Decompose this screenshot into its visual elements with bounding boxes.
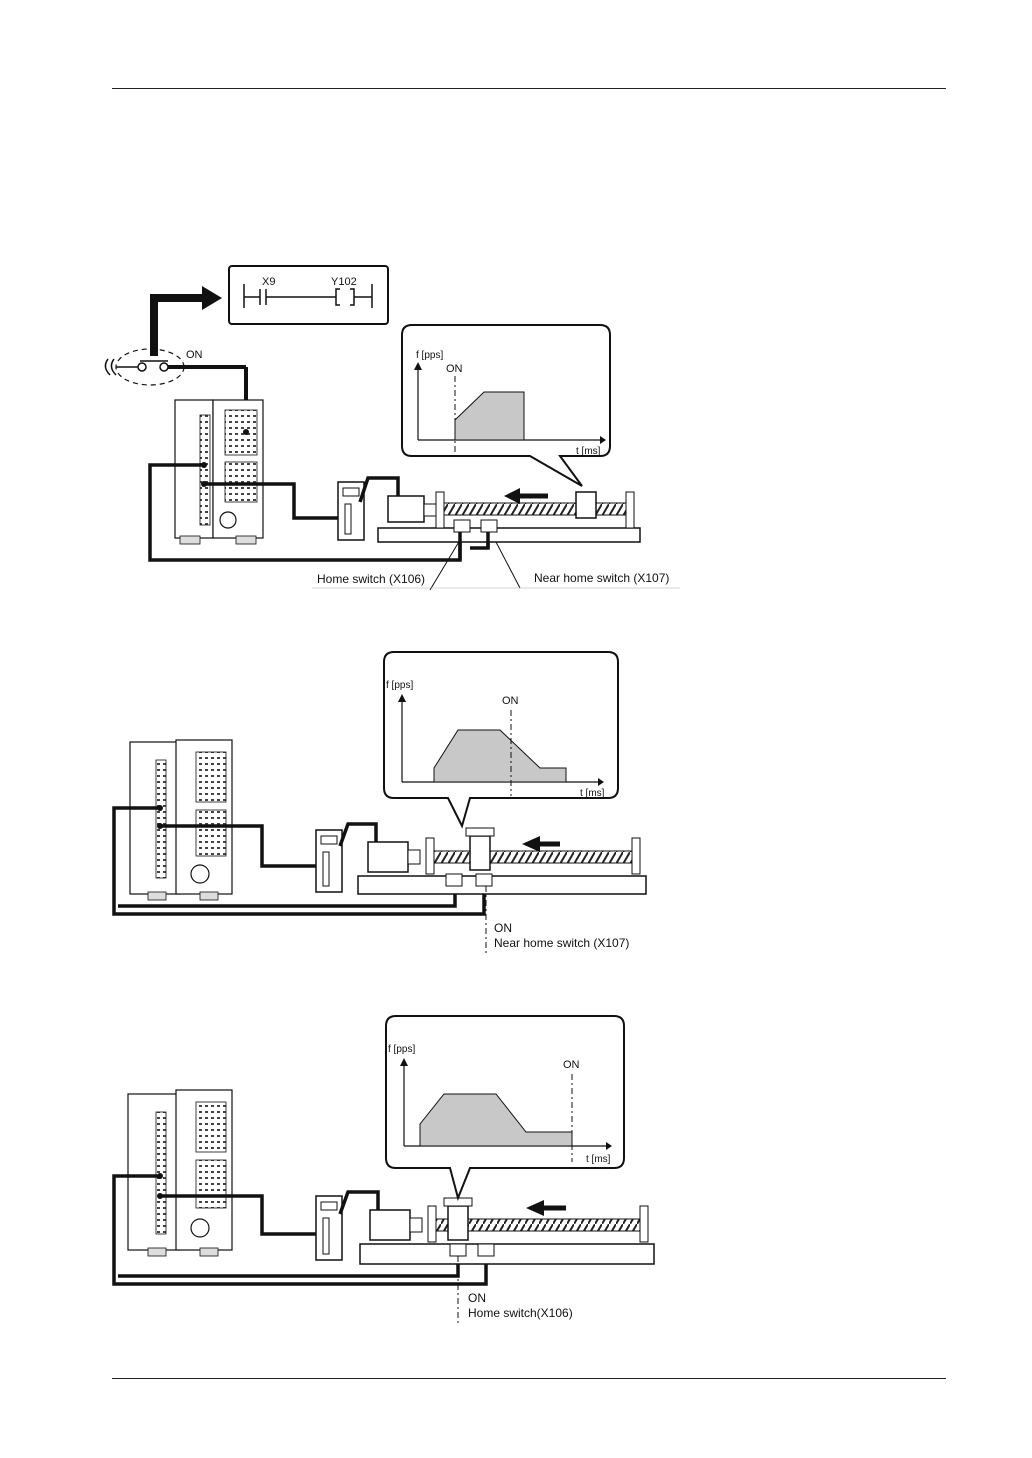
graph-xlabel: t [ms]: [586, 1154, 611, 1165]
graph-ylabel: f [pps]: [386, 680, 413, 691]
graph-on-marker: ON: [502, 695, 519, 707]
graph-xlabel: t [ms]: [576, 446, 601, 457]
contact-label: X9: [262, 276, 275, 288]
graph-ylabel: f [pps]: [388, 1044, 415, 1055]
near-home-switch-label: Near home switch (X107): [494, 936, 629, 950]
ladder-diagram: X9 Y102: [229, 266, 388, 324]
servo-motor: [388, 496, 424, 522]
figure-3: ON Home switch(X106) f [pps] t [ms] ON: [114, 1016, 654, 1324]
home-switch-label: Home switch(X106): [468, 1306, 573, 1320]
input-on-label: ON: [186, 349, 203, 361]
plc-unit: [128, 1090, 232, 1256]
figure-2: ON Near home switch (X107) f [pps] t [ms…: [114, 652, 646, 956]
figure-1: X9 Y102 ON: [105, 266, 680, 590]
table-slider: [576, 492, 596, 518]
graph-on-marker: ON: [446, 363, 463, 375]
plc-unit: [130, 740, 232, 900]
graph-xlabel: t [ms]: [580, 788, 605, 799]
servo-amplifier: [316, 1196, 342, 1260]
speed-graph-2: f [pps] t [ms] ON: [384, 652, 618, 826]
coil-label: Y102: [331, 276, 357, 288]
plc-unit: [175, 400, 263, 544]
state-on-label: ON: [494, 921, 512, 935]
graph-ylabel: f [pps]: [416, 350, 443, 361]
speed-graph-3: f [pps] t [ms] ON: [386, 1016, 624, 1198]
ball-screw-stage: [378, 488, 640, 542]
ball-screw-stage: [358, 828, 646, 894]
state-on-label: ON: [468, 1291, 486, 1305]
graph-on-marker: ON: [563, 1059, 580, 1071]
speed-graph-1: f [pps] t [ms] ON: [402, 325, 610, 486]
near-home-switch-label: Near home switch (X107): [534, 571, 669, 585]
ball-screw-stage: [360, 1198, 654, 1264]
near-home-switch-icon: [481, 520, 497, 532]
servo-amplifier: [316, 830, 342, 892]
signal-arrow: [154, 298, 204, 356]
servo-amplifier: [338, 482, 364, 540]
home-switch-icon: [454, 520, 470, 532]
home-switch-label: Home switch (X106): [317, 572, 425, 586]
